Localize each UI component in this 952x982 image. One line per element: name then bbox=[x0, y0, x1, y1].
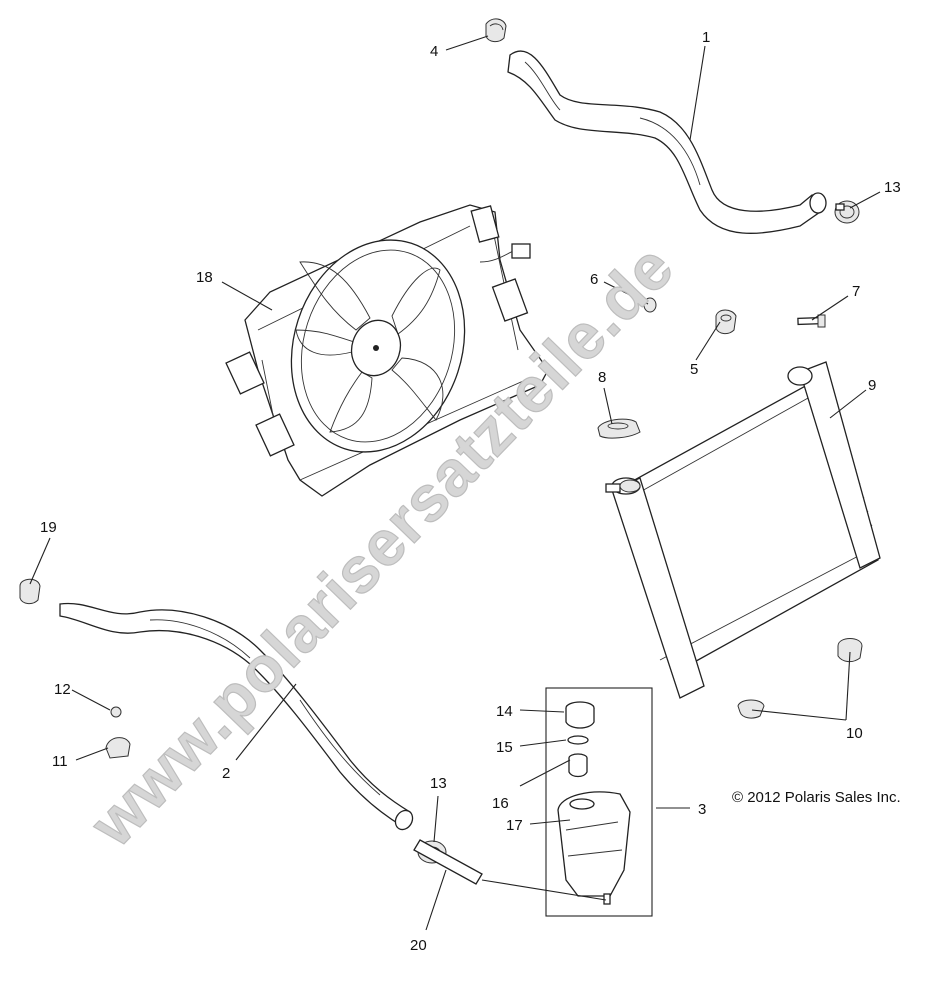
callout-13-lower: 13 bbox=[430, 775, 447, 792]
callout-16: 16 bbox=[492, 795, 509, 812]
callout-19: 19 bbox=[40, 519, 57, 536]
callout-6: 6 bbox=[590, 271, 598, 288]
callout-7: 7 bbox=[852, 283, 860, 300]
callout-3: 3 bbox=[698, 801, 706, 818]
callout-5: 5 bbox=[690, 361, 698, 378]
hose-clamp-part-19 bbox=[19, 578, 41, 605]
reservoir-group-box bbox=[545, 687, 653, 917]
grommet-part-6 bbox=[643, 297, 657, 313]
overflow-hose-part-20 bbox=[413, 839, 483, 885]
lower-hose-part-2 bbox=[59, 602, 414, 831]
callout-15: 15 bbox=[496, 739, 513, 756]
callout-1: 1 bbox=[702, 29, 710, 46]
callout-12: 12 bbox=[54, 681, 71, 698]
upper-hose-part-1 bbox=[507, 50, 827, 234]
o-ring-part-15 bbox=[567, 735, 589, 745]
copyright-notice: © 2012 Polaris Sales Inc. bbox=[732, 789, 901, 806]
hose-clamp-part-4 bbox=[485, 18, 507, 43]
rubber-mount-part-5 bbox=[715, 309, 737, 335]
callout-8: 8 bbox=[598, 369, 606, 386]
callout-4: 4 bbox=[430, 43, 438, 60]
callout-11: 11 bbox=[52, 753, 68, 770]
callout-14: 14 bbox=[496, 703, 513, 720]
leader-lines bbox=[29, 35, 881, 931]
reservoir-cap-part-14 bbox=[565, 701, 595, 729]
callout-2: 2 bbox=[222, 765, 230, 782]
fan-shroud-part-18 bbox=[225, 204, 549, 497]
radiator-part-9 bbox=[605, 361, 881, 699]
clip-part-12 bbox=[110, 706, 122, 718]
reservoir-bottle-part-17 bbox=[557, 791, 631, 905]
callout-18: 18 bbox=[196, 269, 213, 286]
callout-10: 10 bbox=[846, 725, 863, 742]
hose-clamp-part-13-upper bbox=[834, 200, 860, 224]
callout-9: 9 bbox=[868, 377, 876, 394]
callout-13-upper: 13 bbox=[884, 179, 901, 196]
radiator-cap-part-8 bbox=[597, 418, 641, 439]
insert-part-16 bbox=[568, 753, 588, 778]
callout-17: 17 bbox=[506, 817, 523, 834]
bolt-part-7 bbox=[797, 314, 826, 328]
strap-part-11 bbox=[105, 737, 131, 759]
grommet-part-10 bbox=[737, 638, 863, 719]
callout-20: 20 bbox=[410, 937, 427, 954]
